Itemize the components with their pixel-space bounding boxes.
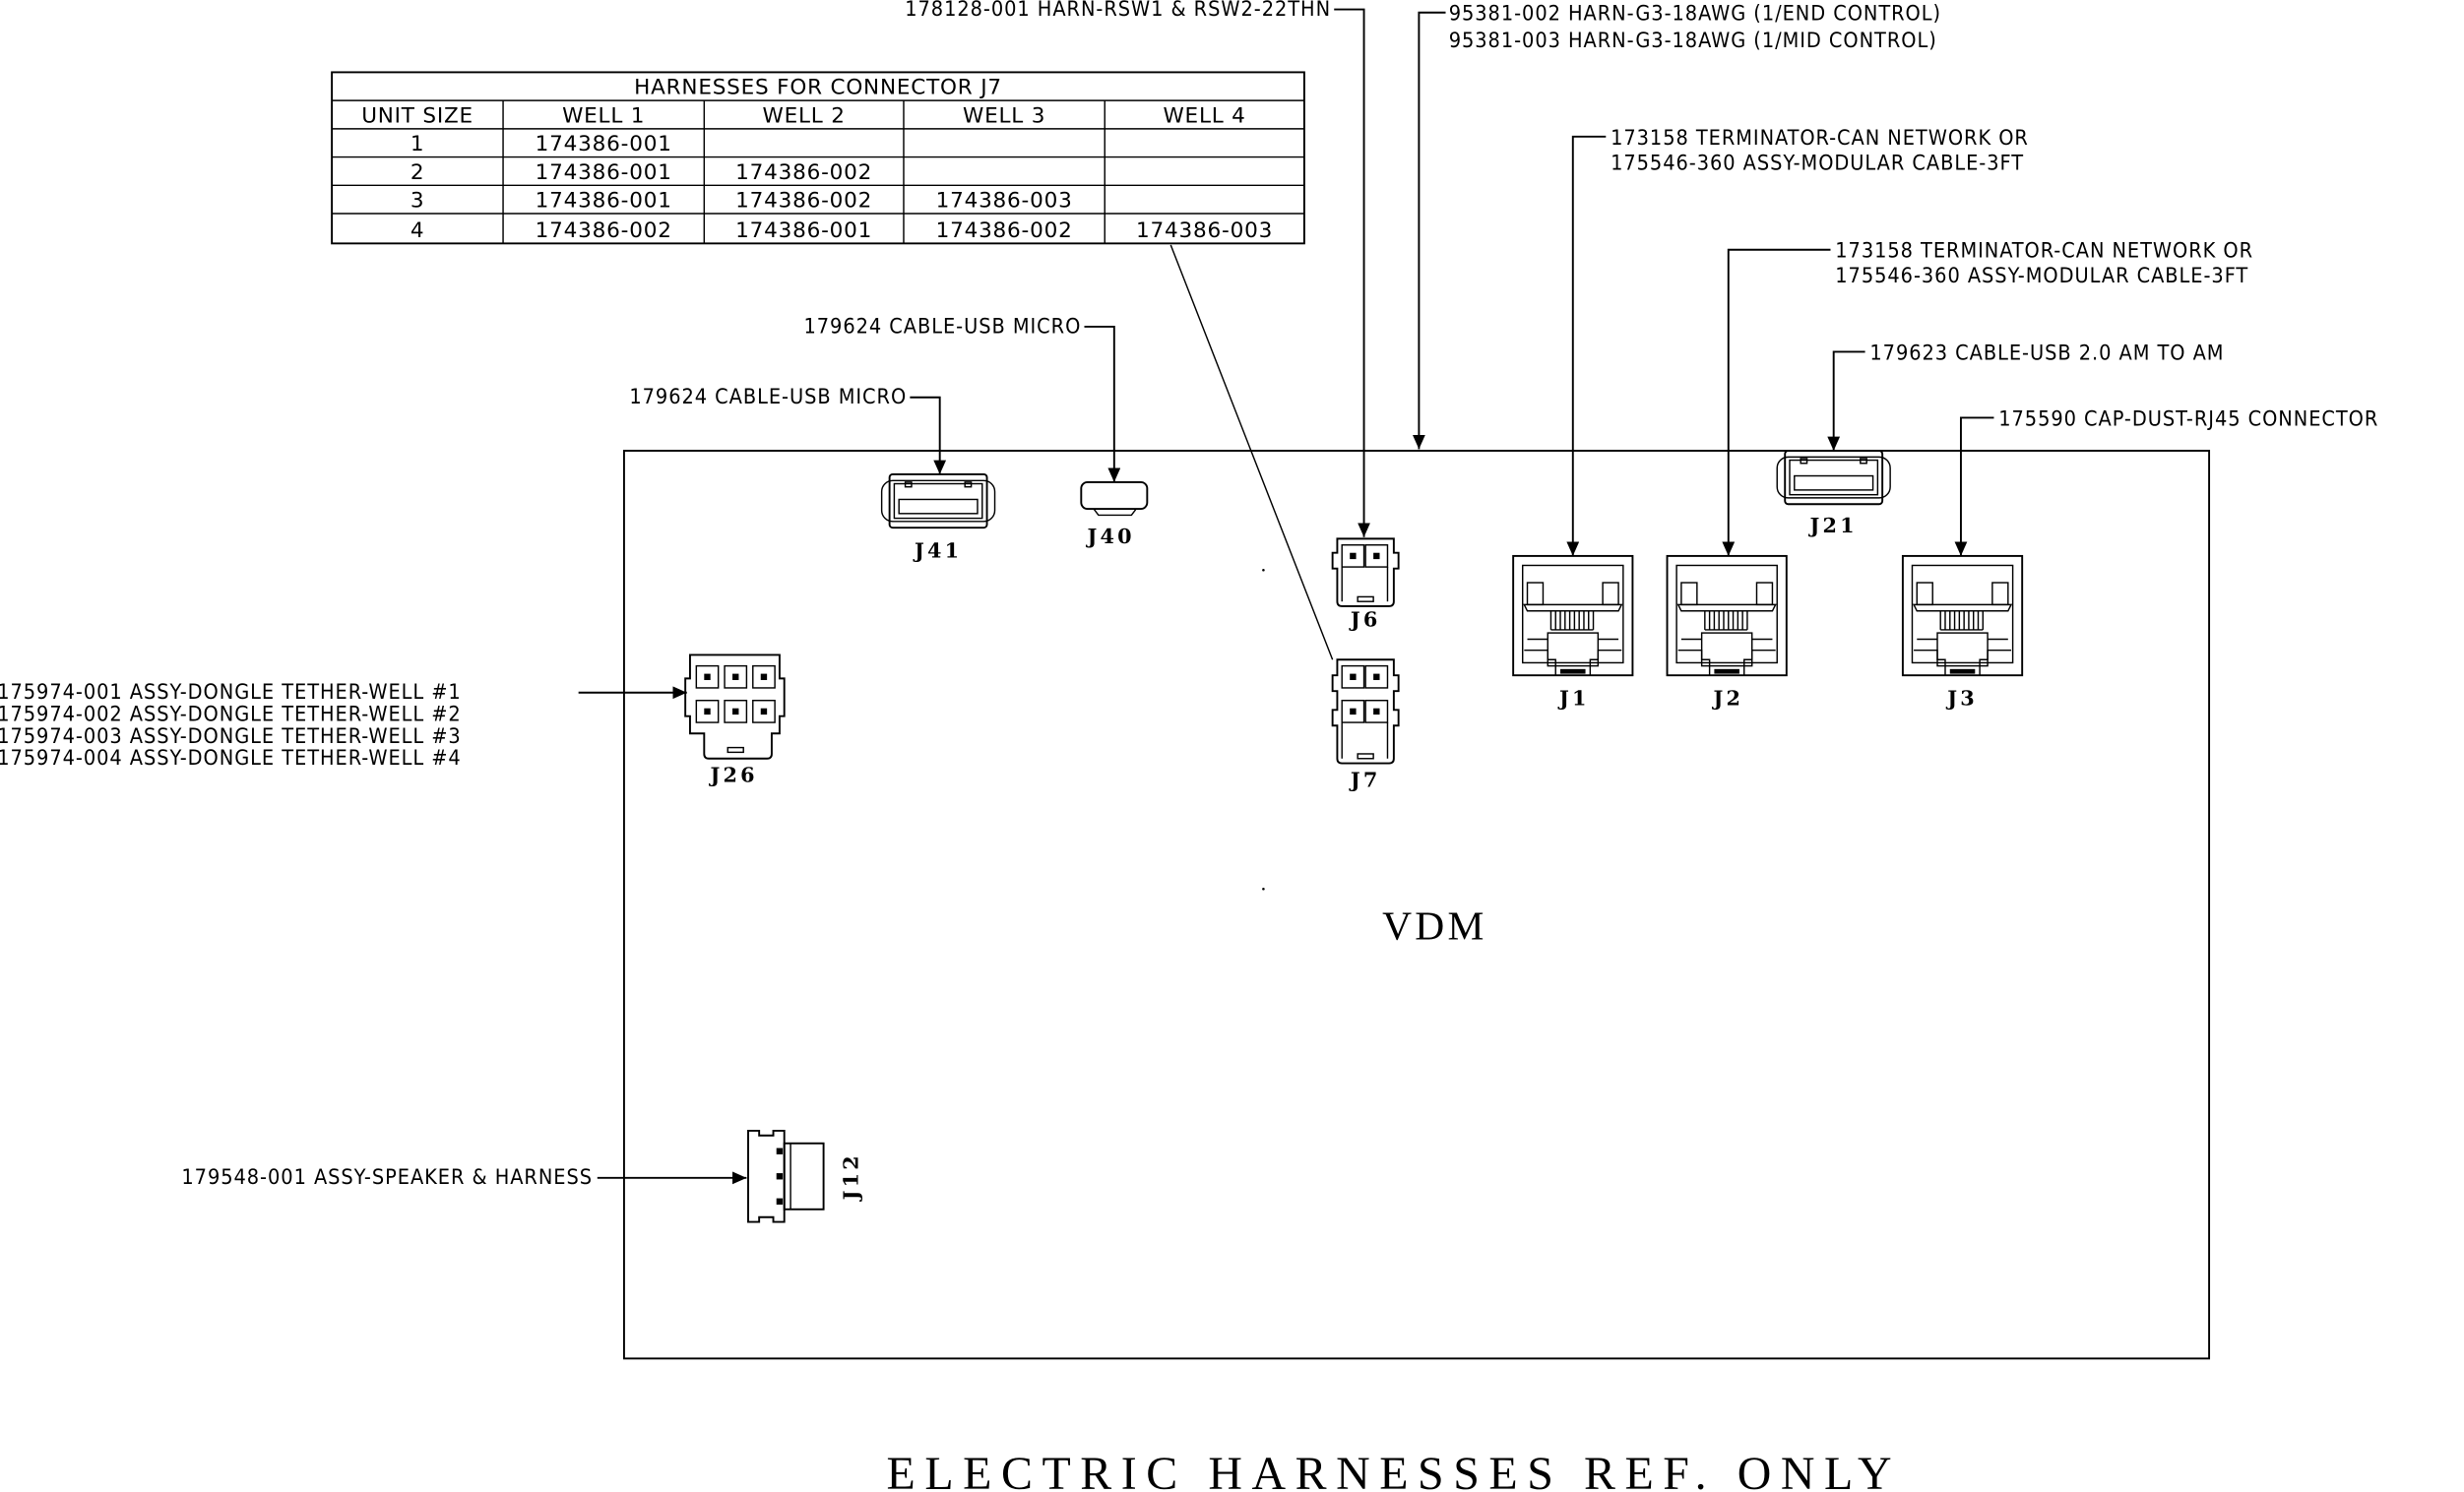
leader-j6 [1334, 8, 1370, 537]
label-j41: J41 [913, 539, 962, 563]
callout-board-top-1: 95381-002 HARN-G3-18AWG (1/END CONTROL) [1449, 2, 1941, 27]
j7-harness-table: HARNESSES FOR CONNECTOR J7 UNIT SIZE WELL … [331, 71, 1305, 245]
footer-title: ELECTRIC HARNESSES REF. ONLY [887, 1448, 1902, 1492]
callout-j41: 179624 CABLE-USB MICRO [629, 385, 907, 409]
leader-j7-table [1169, 244, 1334, 660]
leader-j41 [910, 396, 947, 474]
table-cell: 174386-002 [536, 218, 672, 243]
table-header: UNIT SIZE [361, 103, 474, 128]
label-j40: J40 [1085, 525, 1134, 548]
connector-j12 [747, 1130, 825, 1223]
label-j12: J12 [840, 1152, 863, 1202]
table-cell: 2 [411, 160, 425, 185]
label-j21: J21 [1808, 514, 1858, 537]
leader-board-top [1413, 11, 1446, 450]
connector-j6 [1331, 537, 1400, 607]
callout-j2-2: 175546-360 ASSY-MODULAR CABLE-3FT [1835, 264, 2248, 288]
leader-j40 [1084, 325, 1121, 482]
callout-j21: 179623 CABLE-USB 2.0 AM TO AM [1869, 341, 2224, 365]
callout-j26-4: 175974-004 ASSY-DONGLE TETHER-WELL #4 [0, 746, 462, 771]
label-j26: J26 [709, 764, 758, 787]
table-cell: 174386-003 [1136, 218, 1273, 243]
connector-j3 [1901, 554, 2024, 677]
callout-j26-1: 175974-001 ASSY-DONGLE TETHER-WELL #1 [0, 680, 462, 705]
label-j7: J7 [1349, 768, 1381, 791]
callout-j2-1: 173158 TERMINATOR-CAN NETWORK OR [1835, 239, 2253, 264]
label-j1: J1 [1557, 687, 1590, 711]
table-header: WELL 3 [963, 103, 1045, 128]
callout-j6: 178128-001 HARN-RSW1 & RSW2-22THN [905, 0, 1331, 22]
callout-j26-2: 175974-002 ASSY-DONGLE TETHER-WELL #2 [0, 702, 462, 726]
table-cell: 174386-002 [735, 189, 872, 214]
table-cell: 174386-003 [936, 189, 1073, 214]
leader-j1 [1566, 135, 1607, 556]
table-cell: 4 [411, 218, 425, 243]
callout-board-top-2: 95381-003 HARN-G3-18AWG (1/MID CONTROL) [1449, 29, 1937, 53]
leader-j2 [1722, 248, 1831, 556]
table-cell: 174386-001 [536, 132, 672, 156]
callout-j40: 179624 CABLE-USB MICRO [803, 314, 1081, 339]
label-j6: J6 [1349, 608, 1381, 632]
table-frame [331, 71, 1305, 245]
table-cell: 174386-001 [536, 189, 672, 214]
board-dot [1262, 887, 1265, 891]
table-cell: 3 [411, 189, 425, 214]
connector-j7 [1331, 658, 1400, 765]
table-cell: 174386-001 [735, 218, 872, 243]
callout-j3: 175590 CAP-DUST-RJ45 CONNECTOR [1998, 406, 2378, 431]
callout-j1-1: 173158 TERMINATOR-CAN NETWORK OR [1611, 126, 2029, 151]
callout-j1-2: 175546-360 ASSY-MODULAR CABLE-3FT [1611, 151, 2024, 175]
connector-j21 [1776, 450, 1892, 506]
table-cell: 174386-002 [735, 160, 872, 185]
table-cell: 1 [411, 132, 425, 156]
connector-j41 [880, 472, 996, 529]
callout-j12: 179548-001 ASSY-SPEAKER & HARNESS [181, 1165, 593, 1190]
table-header: WELL 4 [1163, 103, 1245, 128]
connector-j40 [1080, 480, 1149, 517]
connector-j1 [1512, 554, 1634, 677]
label-j2: J2 [1711, 687, 1743, 711]
table-header: WELL 2 [763, 103, 846, 128]
table-cell: 174386-002 [936, 218, 1073, 243]
connector-j26 [684, 653, 786, 760]
leader-j3 [1954, 416, 1994, 556]
table-header: WELL 1 [562, 103, 645, 128]
label-j3: J3 [1945, 687, 1978, 711]
connector-j2 [1666, 554, 1788, 677]
leader-j21 [1827, 350, 1865, 451]
table-cell: 174386-001 [536, 160, 672, 185]
board-label: VDM [1382, 902, 1486, 948]
table-title: HARNESSES FOR CONNECTOR J7 [634, 76, 1002, 100]
vdm-board-outline [622, 450, 2211, 1360]
board-dot [1262, 568, 1265, 572]
callout-j26-3: 175974-003 ASSY-DONGLE TETHER-WELL #3 [0, 724, 462, 749]
